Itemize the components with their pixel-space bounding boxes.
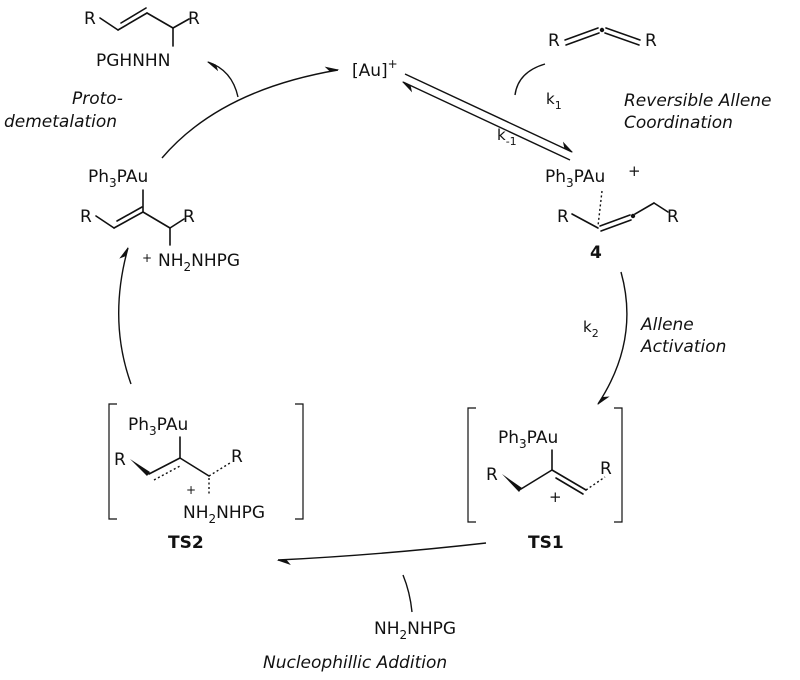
svg-text:Activation: Activation [640, 337, 726, 357]
allene-entry-arrow [514, 63, 546, 96]
svg-text:Ph3PAu: Ph3PAu [88, 167, 148, 190]
product-hydrazine: R R PGHNHN [84, 7, 200, 71]
svg-text:NH2NHPG: NH2NHPG [183, 503, 265, 526]
ts2-structure: Ph3PAu R R + NH2NHPG TS2 [108, 403, 304, 553]
svg-text:Reversible Allene: Reversible Allene [624, 91, 772, 111]
arrow-ts2-to-intermediate [118, 246, 132, 385]
step-addition-label: Nucleophillic Addition [263, 653, 447, 673]
product-release-arrow [206, 61, 239, 98]
svg-text:R: R [84, 9, 96, 29]
svg-text:Allene: Allene [640, 315, 694, 335]
arrow-ts1-to-ts2 [276, 542, 487, 565]
arrow-4-to-ts1 [597, 271, 628, 406]
step-activation-label: Allene Activation [640, 315, 726, 357]
svg-text:Ph3PAu: Ph3PAu [498, 428, 558, 451]
catalyst-au: [Au]+ [352, 57, 398, 81]
svg-text:TS2: TS2 [168, 533, 204, 553]
svg-text:R: R [600, 459, 612, 479]
svg-text:R: R [188, 9, 200, 29]
svg-text:4: 4 [590, 243, 602, 263]
svg-text:PGHNHN: PGHNHN [96, 51, 170, 71]
svg-text:Ph3PAu: Ph3PAu [128, 415, 188, 438]
allene-reagent: R R [548, 27, 657, 51]
svg-text:+: + [628, 162, 641, 180]
svg-text:Proto-: Proto- [72, 89, 123, 109]
svg-text:R: R [486, 465, 498, 485]
k1-label: k1 [546, 90, 562, 112]
svg-text:NH2NHPG: NH2NHPG [158, 251, 240, 274]
svg-text:Ph3PAu: Ph3PAu [545, 167, 605, 190]
svg-text:R: R [114, 450, 126, 470]
equilibrium-arrows [401, 73, 574, 161]
svg-text:+: + [142, 251, 152, 265]
svg-text:R: R [548, 31, 560, 51]
complex-4: Ph3PAu + R R 4 [545, 162, 679, 263]
svg-text:R: R [645, 31, 657, 51]
svg-text:[Au]+: [Au]+ [352, 57, 398, 81]
svg-text:R: R [183, 207, 195, 227]
svg-text:R: R [231, 447, 243, 467]
step-protodemetalation-label: Proto- demetalation [4, 89, 123, 132]
nucleophile-entry-arrow [402, 574, 413, 613]
nucleophile: NH2NHPG [374, 619, 456, 642]
svg-text:R: R [80, 207, 92, 227]
svg-text:TS1: TS1 [528, 533, 564, 553]
ts1-structure: Ph3PAu R R + TS1 [467, 407, 623, 553]
vinylgold-intermediate: Ph3PAu R R + NH2NHPG [80, 167, 240, 274]
km1-label: k-1 [497, 126, 517, 148]
step-coordination-label: Reversible Allene Coordination [624, 91, 772, 133]
svg-text:R: R [667, 207, 679, 227]
svg-text:R: R [557, 207, 569, 227]
svg-text:+: + [186, 483, 196, 497]
svg-text:+: + [549, 488, 562, 506]
arrow-intermediate-to-catalyst [161, 66, 340, 159]
svg-text:Coordination: Coordination [624, 113, 733, 133]
svg-text:demetalation: demetalation [4, 112, 117, 132]
k2-label: k2 [583, 318, 599, 340]
